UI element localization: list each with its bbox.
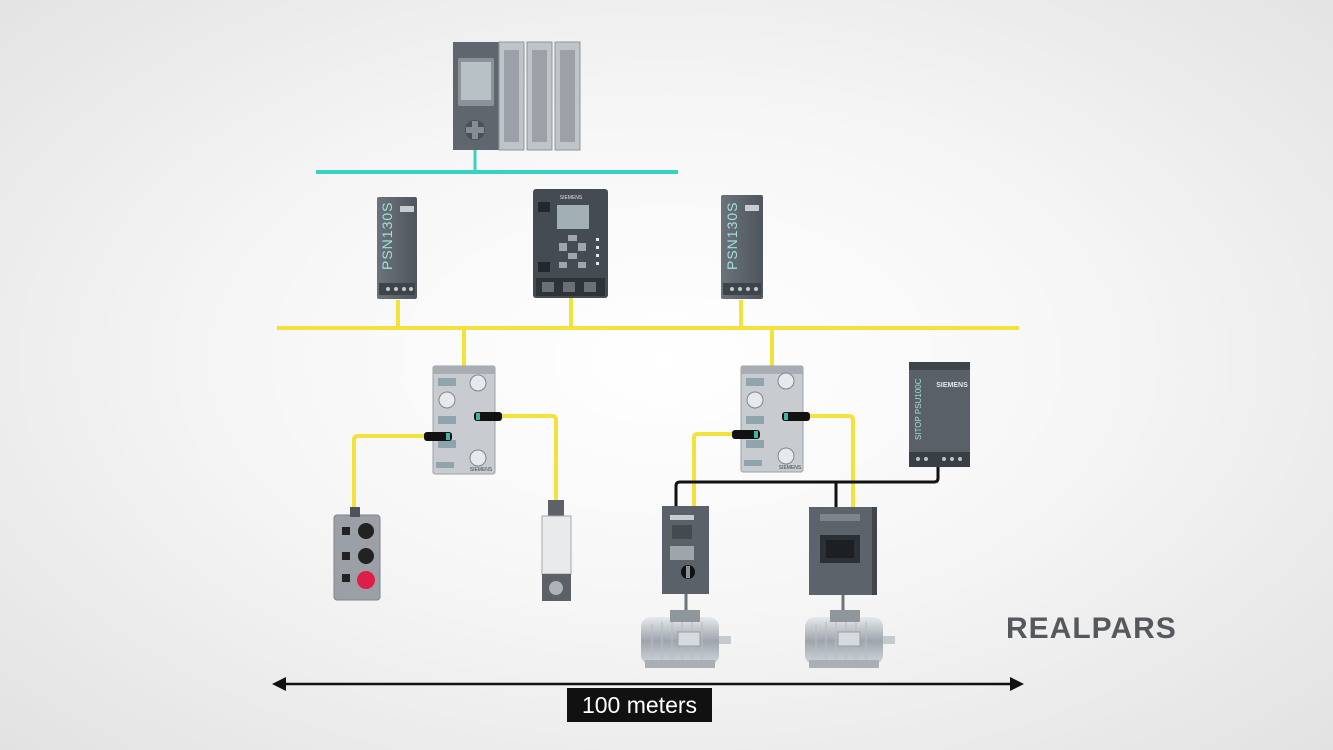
power-cable	[674, 466, 940, 508]
io-left-brand: SIEMENS	[470, 467, 493, 473]
push-button-station-icon	[333, 507, 381, 601]
electric-motor-left	[641, 610, 731, 668]
limit-switch-icon	[541, 500, 572, 601]
profinet-bus	[316, 150, 678, 174]
electric-motor-right	[805, 610, 895, 668]
motor-starter-icon	[662, 506, 709, 594]
sitop-brand: SIEMENS	[936, 382, 968, 389]
distributed-io-left: SIEMENS	[424, 365, 502, 475]
distance-arrow	[272, 677, 1024, 691]
fieldbus-yellow	[277, 298, 1019, 516]
distributed-io-right: SIEMENS	[732, 365, 810, 473]
controller-brand: SIEMENS	[560, 195, 583, 201]
plc-cpu-icon	[453, 41, 581, 151]
motor-leads	[684, 594, 845, 612]
power-supply-right: PSN130S	[721, 195, 763, 299]
realpars-logo: REALPARS	[1006, 612, 1177, 645]
soft-starter-icon	[809, 507, 877, 595]
power-supply-left: PSN130S	[377, 197, 417, 299]
hmi-controller-icon: SIEMENS	[533, 189, 608, 298]
io-right-brand: SIEMENS	[779, 465, 802, 471]
psu-left-label: PSN130S	[379, 202, 395, 270]
distance-label: 100 meters	[567, 688, 712, 722]
psu-right-label: PSN130S	[724, 202, 740, 270]
sitop-psu-icon: SIEMENS SITOP PSU100C	[909, 362, 970, 467]
sitop-label: SITOP PSU100C	[914, 378, 923, 440]
